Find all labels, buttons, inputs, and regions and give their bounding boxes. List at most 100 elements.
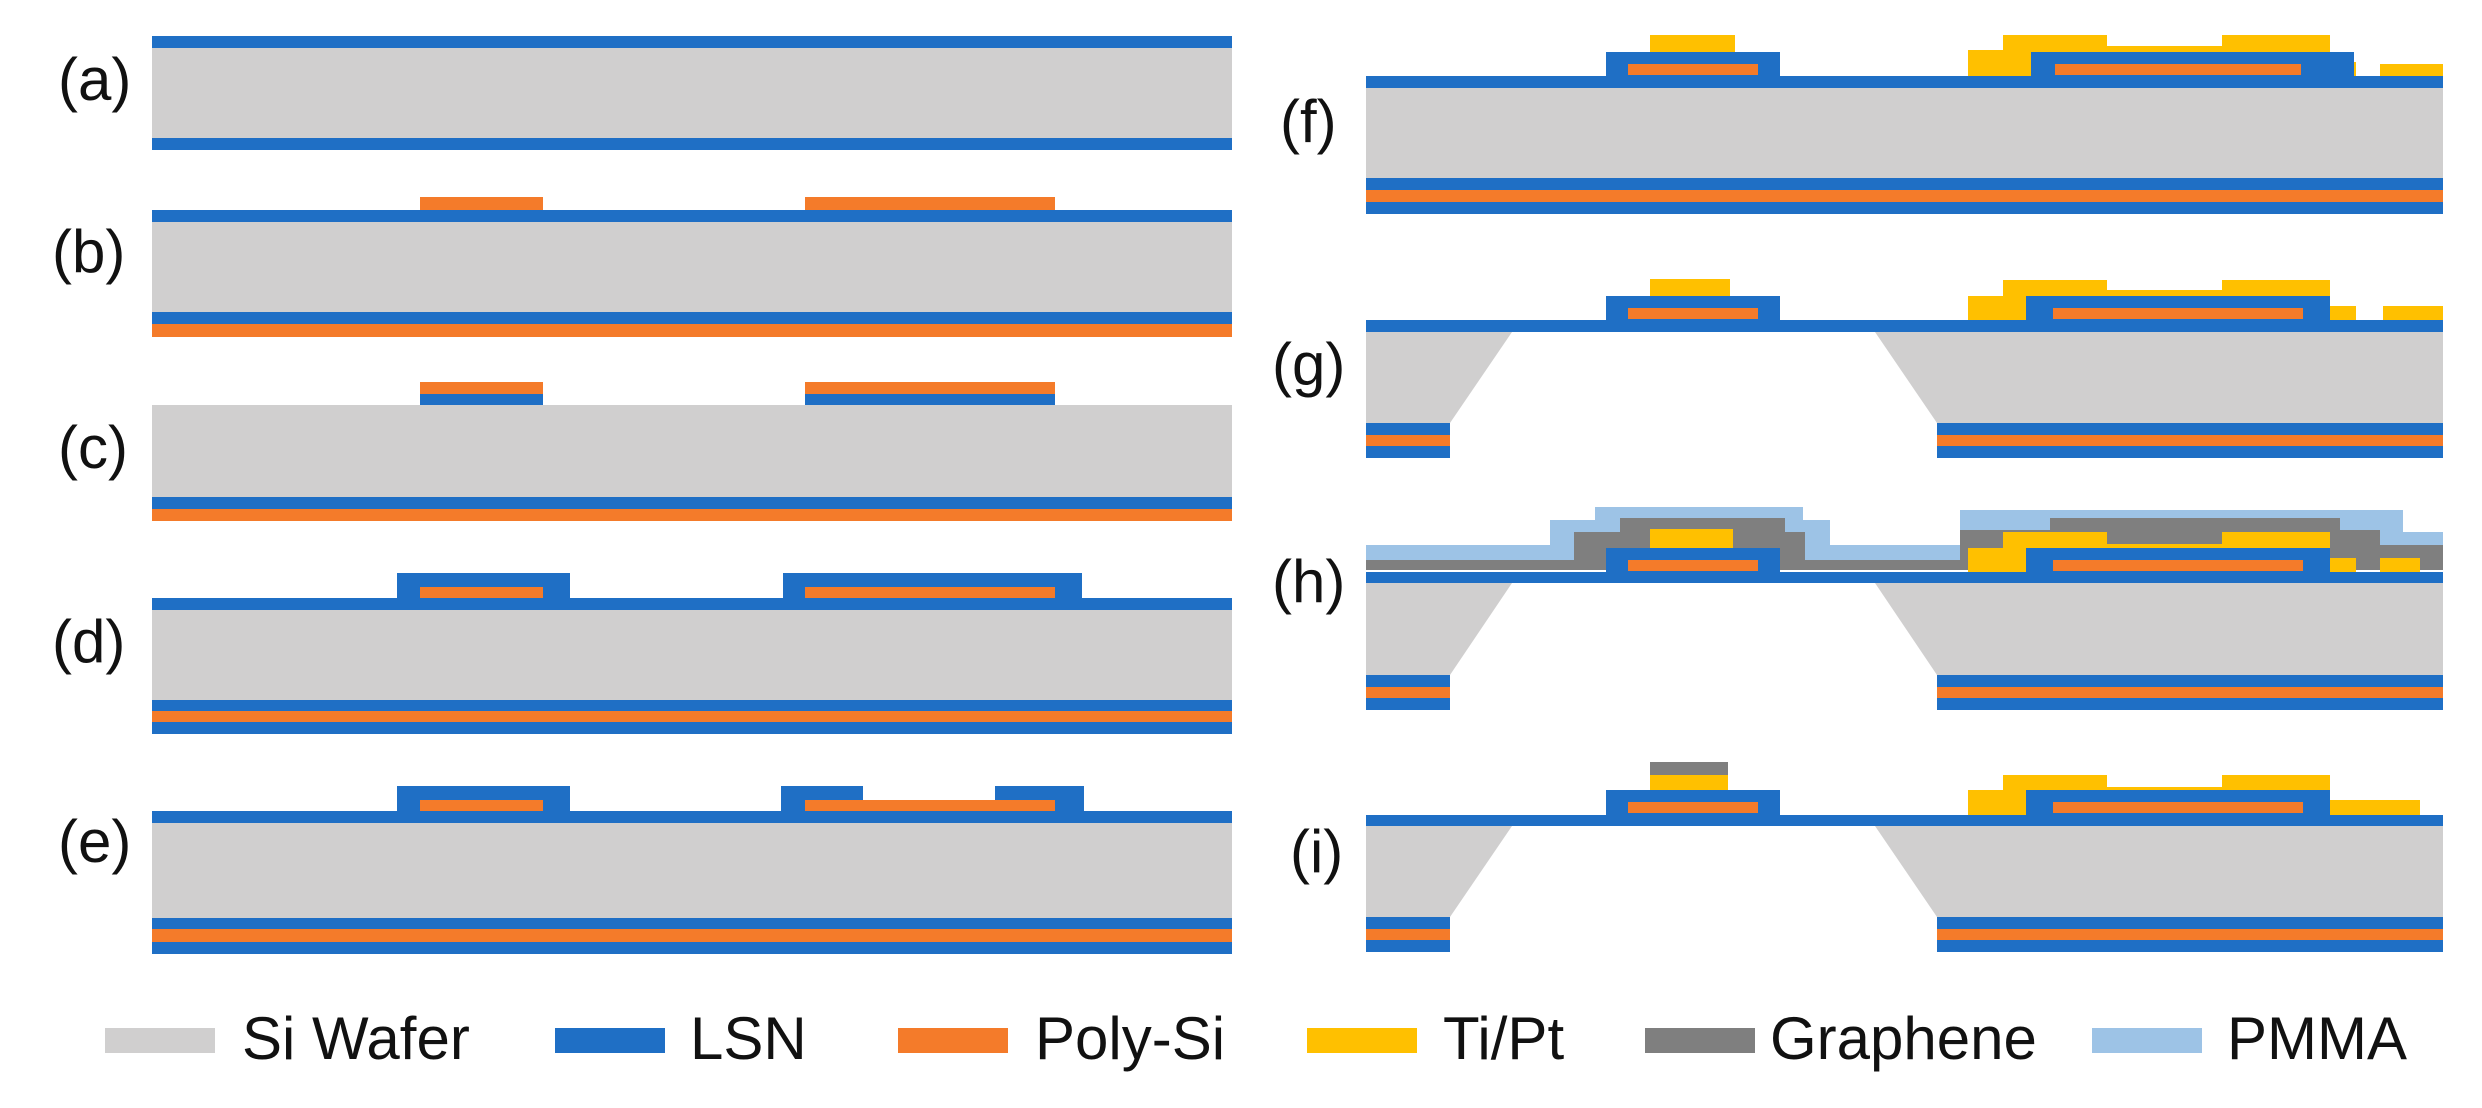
f-bottom-lsn-1	[1366, 178, 2443, 190]
legend: Si Wafer LSN Poly-Si Ti/Pt Graphene PMMA	[0, 998, 2482, 1088]
legend-label-tipt: Ti/Pt	[1443, 1005, 1565, 1072]
h-poly-1	[1628, 560, 1758, 571]
c-si-wafer	[152, 405, 1232, 497]
g-right-lsn-1	[1937, 423, 2443, 435]
f-si-wafer	[1366, 88, 2443, 178]
b-top-lsn	[152, 210, 1232, 222]
ti-pt-swatch	[1307, 1028, 1417, 1053]
e-si-wafer	[152, 823, 1232, 918]
h-left-poly	[1366, 687, 1450, 698]
c-lsn-pad-1	[420, 394, 543, 405]
h-right-poly	[1937, 687, 2443, 698]
i-si-left	[1366, 826, 1512, 917]
g-poly-2	[2053, 308, 2303, 319]
legend-label-pmma: PMMA	[2227, 1005, 2407, 1072]
b-poly-pad-2	[805, 197, 1055, 210]
g-right-poly	[1937, 435, 2443, 446]
panel-label-b: (b)	[52, 218, 126, 285]
g-top-lsn	[1366, 320, 2443, 332]
i-left-lsn-1	[1366, 917, 1450, 929]
panel-label-i: (i)	[1290, 818, 1344, 885]
g-si-right	[1875, 332, 2443, 423]
c-bottom-poly	[152, 509, 1232, 521]
panel-label-e: (e)	[58, 808, 132, 875]
poly-si-swatch	[898, 1028, 1008, 1053]
i-left-lsn-2	[1366, 940, 1450, 952]
legend-label-lsn: LSN	[690, 1005, 807, 1072]
panel-label-g: (g)	[1272, 331, 1346, 398]
b-poly-pad-1	[420, 197, 543, 210]
i-poly-2	[2053, 802, 2303, 813]
c-lsn-pad-2	[805, 394, 1055, 405]
d-top-lsn	[152, 598, 1232, 610]
h-right-lsn-1	[1937, 675, 2443, 687]
g-poly-1	[1628, 308, 1758, 319]
i-left-poly	[1366, 929, 1450, 940]
a-top-lsn	[152, 36, 1232, 48]
i-si-right	[1875, 826, 2443, 917]
h-si-left	[1366, 583, 1512, 675]
g-left-poly	[1366, 435, 1450, 446]
i-top-lsn	[1366, 815, 2443, 826]
h-right-lsn-2	[1937, 698, 2443, 710]
e-bottom-poly	[152, 929, 1232, 942]
lsn-swatch	[555, 1028, 665, 1053]
panel-label-f: (f)	[1280, 88, 1337, 155]
g-left-lsn-2	[1366, 446, 1450, 458]
panel-label-c: (c)	[58, 414, 128, 481]
b-bottom-poly	[152, 324, 1232, 337]
c-poly-pad-1	[420, 382, 543, 394]
h-top-lsn	[1366, 572, 2443, 583]
e-buried-poly-1	[420, 800, 543, 811]
legend-label-graphene: Graphene	[1770, 1005, 2037, 1072]
process-diagram	[152, 35, 2443, 954]
f-tipt-edge	[2380, 64, 2443, 76]
a-si-wafer	[152, 48, 1232, 138]
pmma-swatch	[2092, 1028, 2202, 1053]
e-bottom-lsn-2	[152, 942, 1232, 954]
e-top-lsn	[152, 811, 1232, 823]
h-left-lsn-1	[1366, 675, 1450, 687]
graphene-swatch	[1645, 1028, 1755, 1053]
si-wafer-swatch	[105, 1028, 215, 1053]
panel-label-d: (d)	[52, 608, 126, 675]
h-tipt-edge	[2380, 558, 2420, 572]
i-tipt-pad	[1650, 775, 1728, 790]
e-lsn-cap-2b	[995, 786, 1084, 800]
f-bottom-poly	[1366, 190, 2443, 202]
h-left-lsn-2	[1366, 698, 1450, 710]
c-bottom-lsn	[152, 497, 1232, 509]
f-poly-2	[2055, 64, 2301, 75]
legend-label-poly: Poly-Si	[1035, 1005, 1226, 1072]
d-si-wafer	[152, 610, 1232, 700]
e-exposed-poly	[805, 800, 1055, 811]
g-si-left	[1366, 332, 1512, 423]
e-bottom-lsn-1	[152, 918, 1232, 929]
i-right-lsn-1	[1937, 917, 2443, 929]
d-buried-poly-2	[805, 587, 1055, 598]
g-right-lsn-2	[1937, 446, 2443, 458]
e-lsn-cap-2a	[781, 786, 863, 800]
i-graphene-strip	[1650, 762, 1728, 775]
b-si-wafer	[152, 222, 1232, 312]
b-bottom-lsn	[152, 312, 1232, 324]
f-bottom-lsn-2	[1366, 202, 2443, 214]
panel-label-h: (h)	[1272, 548, 1346, 615]
h-tipt-pad	[1650, 529, 1733, 548]
i-poly-1	[1628, 802, 1758, 813]
i-right-lsn-2	[1937, 940, 2443, 952]
d-bottom-lsn-2	[152, 722, 1232, 734]
i-right-poly	[1937, 929, 2443, 940]
panel-label-a: (a)	[58, 46, 132, 113]
d-bottom-poly	[152, 711, 1232, 722]
h-poly-2	[2053, 560, 2303, 571]
f-poly-1	[1628, 64, 1758, 75]
g-tipt-pad	[1650, 279, 1730, 296]
d-buried-poly-1	[420, 587, 543, 598]
d-bottom-lsn-1	[152, 700, 1232, 711]
legend-label-si: Si Wafer	[242, 1005, 470, 1072]
a-bottom-lsn	[152, 138, 1232, 150]
c-poly-pad-2	[805, 382, 1055, 394]
g-left-lsn-1	[1366, 423, 1450, 435]
